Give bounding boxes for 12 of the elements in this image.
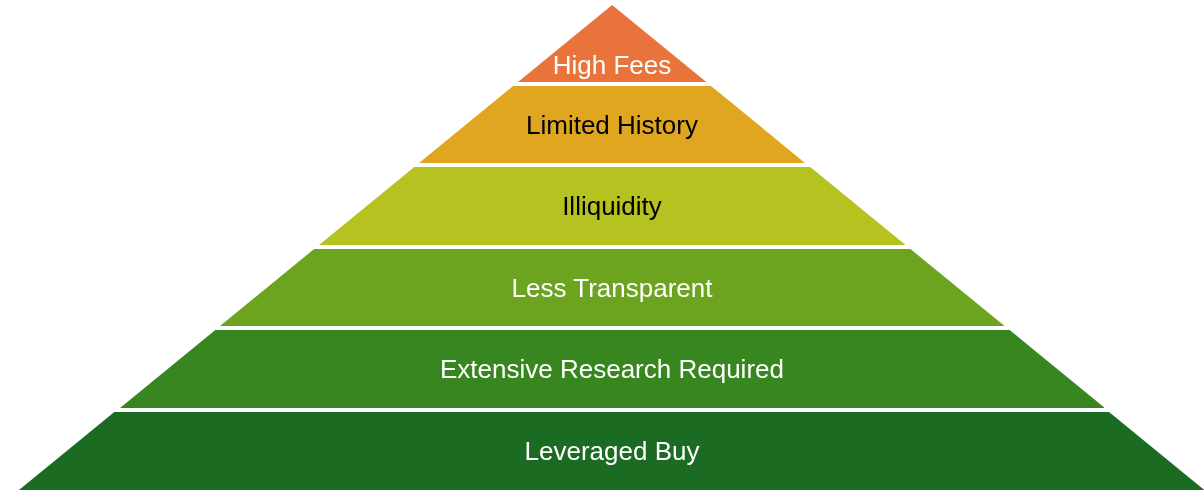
tier-label: Less Transparent [510, 272, 714, 303]
pyramid-tier [219, 249, 1005, 326]
pyramid-tier [19, 412, 1204, 490]
tier-label: Limited History [525, 109, 699, 140]
tier-label: High Fees [551, 50, 673, 81]
pyramid-tier [318, 167, 906, 245]
tier-label: Illiquidity [561, 191, 663, 221]
pyramid-tier [517, 5, 707, 82]
pyramid-tier [119, 330, 1105, 408]
tier-label: Leveraged Buy [523, 436, 701, 466]
pyramid-tier [418, 86, 806, 163]
tier-label: Extensive Research Required [439, 354, 785, 384]
